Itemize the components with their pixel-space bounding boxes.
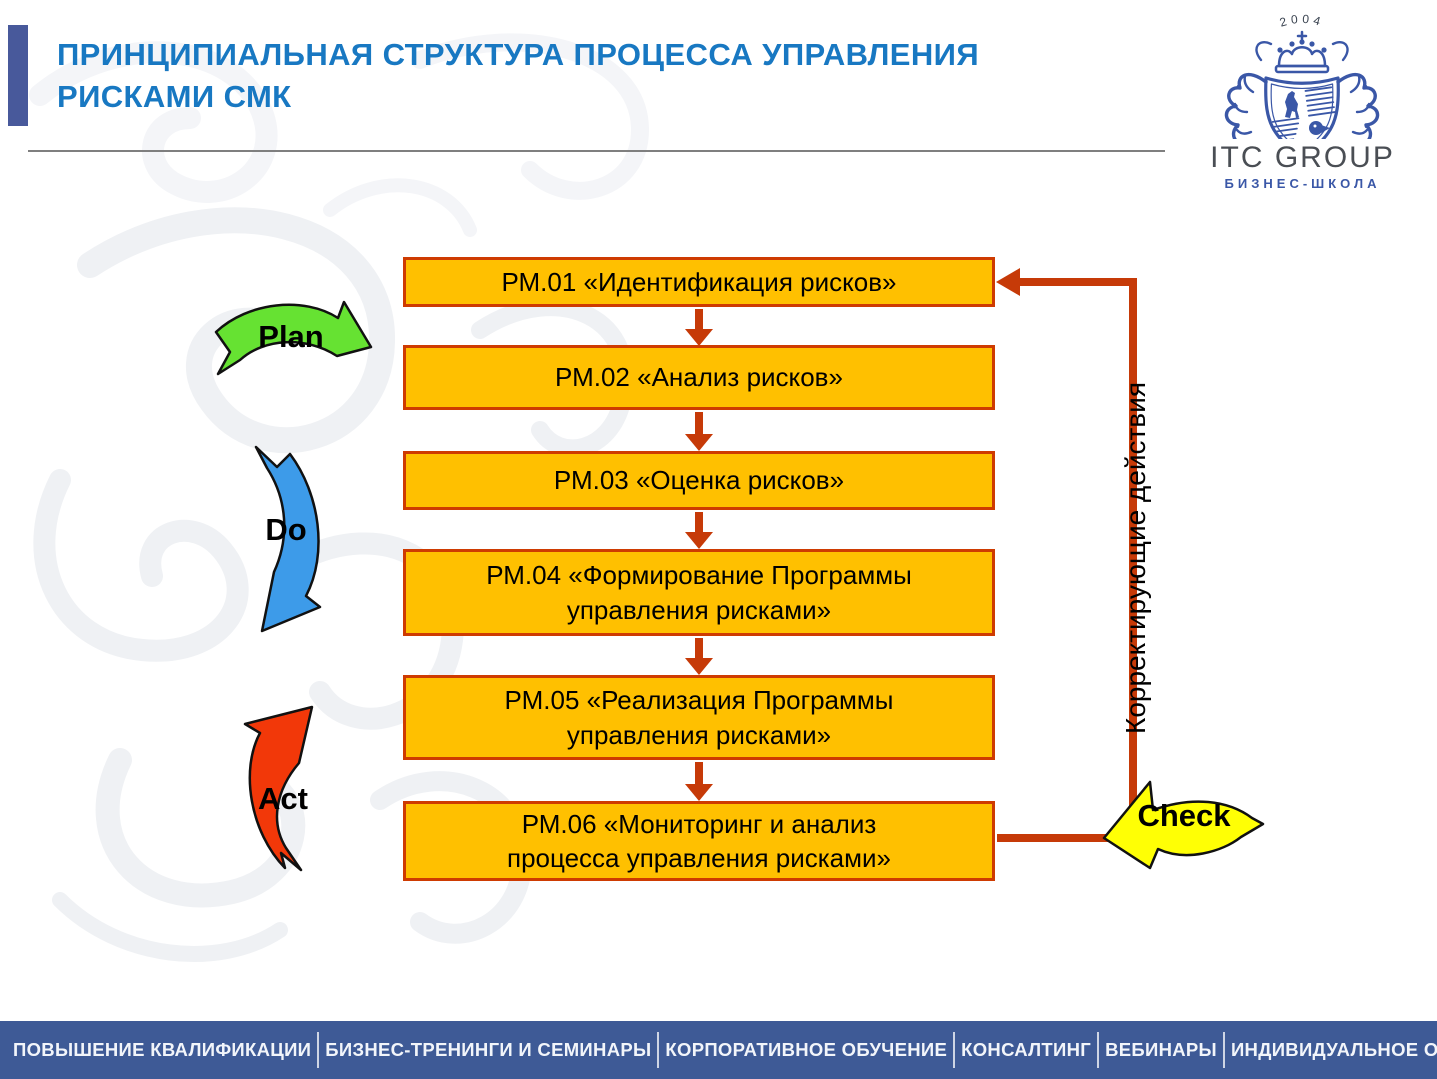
crest-icon: 2004	[1224, 12, 1380, 139]
crest-cross-icon	[1296, 30, 1308, 42]
cycle-label-act: Act	[258, 781, 308, 816]
cycle-label-do: Do	[265, 512, 307, 547]
crest-flourish-right	[1331, 41, 1380, 139]
footer-separator	[317, 1032, 320, 1068]
footer-item-webinars: ВЕБИНАРЫ	[1105, 1039, 1217, 1060]
flow-box-pm05: РМ.05 «Реализация Программы управления р…	[403, 675, 995, 760]
footer-separator	[1222, 1032, 1225, 1068]
flow-box-pm04: РМ.04 «Формирование Программы управления…	[403, 549, 995, 636]
cycle-label-plan: Plan	[258, 319, 324, 354]
page-title: ПРИНЦИПИАЛЬНАЯ СТРУКТУРА ПРОЦЕССА УПРАВЛ…	[57, 37, 980, 114]
flow-box-pm06: РМ.06 «Мониторинг и анализ процесса упра…	[403, 801, 995, 881]
crest-crown-icon	[1274, 39, 1330, 74]
flow-box-pm03: РМ.03 «Оценка рисков»	[403, 451, 995, 510]
footer-item-trainings: БИЗНЕС-ТРЕНИНГИ И СЕМИНАРЫ	[325, 1039, 652, 1060]
footer-bar: ПОВЫШЕНИЕ КВАЛИФИКАЦИИ БИЗНЕС-ТРЕНИНГИ И…	[0, 1021, 1437, 1079]
crest-flourish-left	[1224, 41, 1273, 139]
feedback-label: Корректирующие действия	[1120, 382, 1151, 734]
footer-item-corporate: КОРПОРАТИВНОЕ ОБУЧЕНИЕ	[665, 1039, 948, 1060]
eagle-icon	[1309, 121, 1330, 135]
header-divider	[28, 150, 1165, 152]
flow-box-pm02: РМ.02 «Анализ рисков»	[403, 345, 995, 410]
flow-box-pm01: РМ.01 «Идентификация рисков»	[403, 257, 995, 307]
cycle-label-check: Check	[1137, 798, 1231, 833]
footer-item-qualification: ПОВЫШЕНИЕ КВАЛИФИКАЦИИ	[13, 1039, 312, 1060]
footer-item-consulting: КОНСАЛТИНГ	[961, 1039, 1092, 1060]
header-accent-bar	[8, 25, 28, 126]
hatch-lower-left	[1271, 117, 1300, 139]
footer-item-individual: ИНДИВИДУАЛЬНОЕ ОБУЧЕНИЕ	[1230, 1039, 1437, 1060]
logo-year: 2004	[1278, 12, 1326, 30]
hatch-upper-right	[1304, 86, 1336, 117]
itc-group-logo: 2004	[1195, 4, 1410, 196]
logo-tagline: БИЗНЕС-ШКОЛА	[1224, 176, 1381, 191]
logo-name: ITC GROUP	[1210, 141, 1395, 174]
crest-shield-icon	[1264, 76, 1340, 139]
footer-separator	[953, 1032, 956, 1068]
footer-separator	[1097, 1032, 1100, 1068]
footer-separator	[657, 1032, 660, 1068]
bear-icon	[1285, 91, 1299, 118]
